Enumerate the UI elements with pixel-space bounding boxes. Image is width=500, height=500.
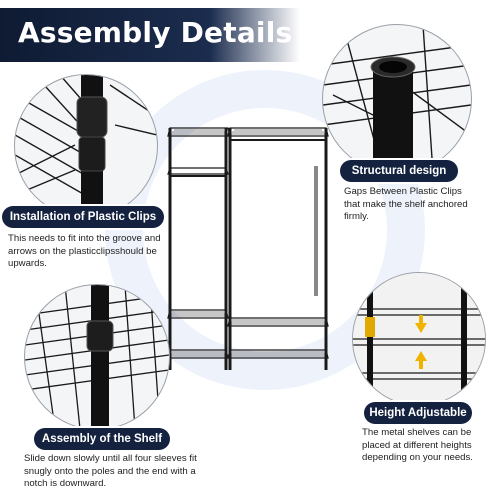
clips-description: This needs to fit into the groove and ar… <box>8 233 161 270</box>
height-label: Height Adjustable <box>364 402 472 424</box>
assembly-label: Assembly of the Shelf <box>34 428 170 450</box>
clips-label: Installation of Plastic Clips <box>2 206 164 228</box>
structural-detail-photo <box>322 24 472 174</box>
assembly-description: Slide down slowly until all four sleeves… <box>24 453 197 490</box>
height-detail-photo <box>352 272 486 406</box>
title-banner <box>0 8 300 62</box>
height-description: The metal shelves can be placed at diffe… <box>362 427 473 464</box>
structural-label: Structural design <box>340 160 458 182</box>
clothes-rack-image <box>167 127 329 370</box>
page-title: Assembly Details <box>18 16 293 49</box>
clips-detail-photo <box>14 74 158 218</box>
structural-description: Gaps Between Plastic Clips that make the… <box>344 186 468 223</box>
assembly-detail-photo <box>24 284 170 430</box>
